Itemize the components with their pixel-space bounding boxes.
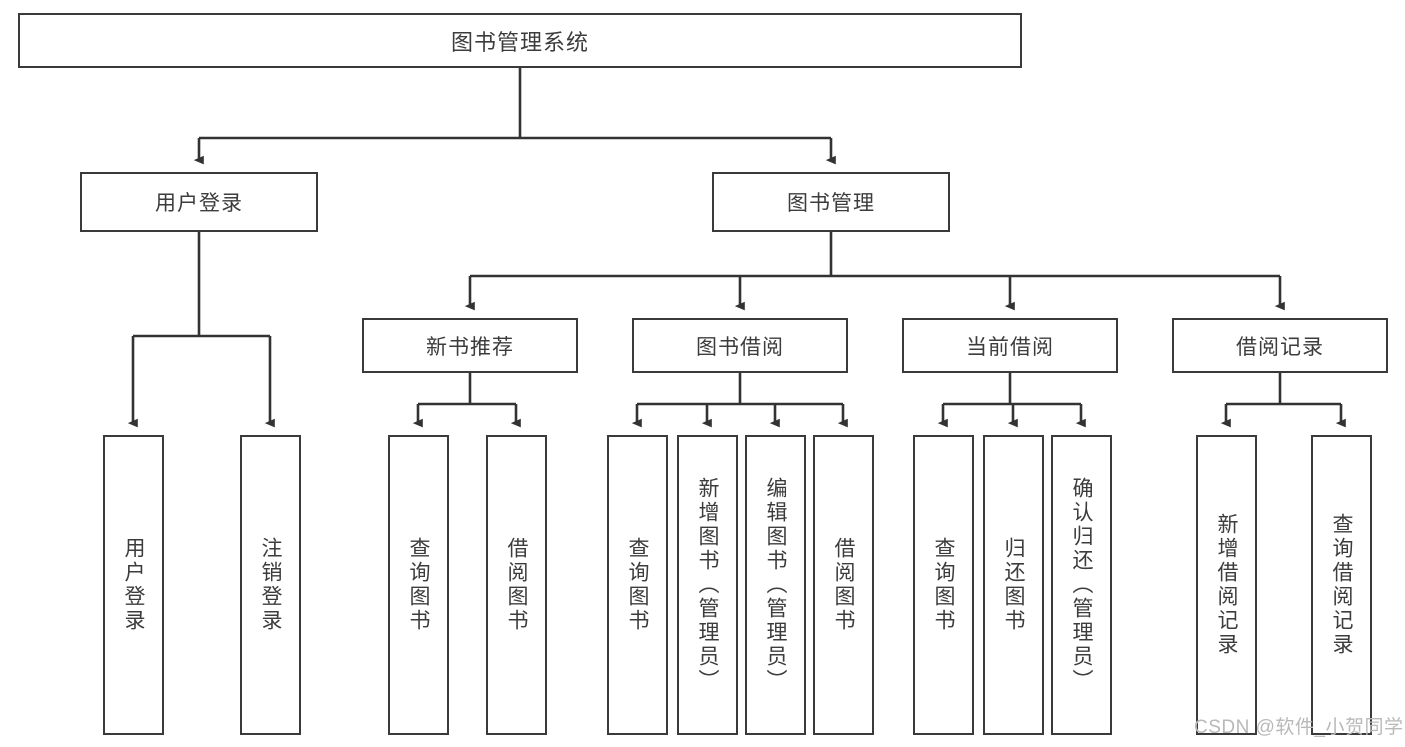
node-label: 当前借阅 <box>966 335 1054 359</box>
node-leaf-return-book[interactable]: 归还图书 <box>983 435 1044 735</box>
node-borrow-record[interactable]: 借阅记录 <box>1172 318 1388 373</box>
node-label: 新增图书（管理员） <box>696 477 719 693</box>
node-current-borrow[interactable]: 当前借阅 <box>902 318 1118 373</box>
node-label: 注销登录 <box>259 537 282 633</box>
node-leaf-add-book[interactable]: 新增图书（管理员） <box>677 435 738 735</box>
node-user-login[interactable]: 用户登录 <box>80 172 318 232</box>
node-label: 借阅图书 <box>505 537 528 633</box>
node-book-manage[interactable]: 图书管理 <box>712 172 950 232</box>
node-leaf-borrow-book-2[interactable]: 借阅图书 <box>813 435 874 735</box>
node-leaf-confirm-return[interactable]: 确认归还（管理员） <box>1051 435 1112 735</box>
node-new-book-recommend[interactable]: 新书推荐 <box>362 318 578 373</box>
node-root-system[interactable]: 图书管理系统 <box>18 13 1022 68</box>
node-label: 新书推荐 <box>426 335 514 359</box>
node-leaf-add-record[interactable]: 新增借阅记录 <box>1196 435 1257 735</box>
node-label: 用户登录 <box>155 192 243 215</box>
node-leaf-borrow-book-1[interactable]: 借阅图书 <box>486 435 547 735</box>
node-leaf-query-book-2[interactable]: 查询图书 <box>607 435 668 735</box>
node-label: 查询图书 <box>626 537 649 633</box>
node-leaf-query-record[interactable]: 查询借阅记录 <box>1311 435 1372 735</box>
node-label: 图书管理系统 <box>450 29 589 55</box>
node-label: 编辑图书（管理员） <box>764 477 787 693</box>
node-leaf-query-book-3[interactable]: 查询图书 <box>913 435 974 735</box>
node-leaf-edit-book[interactable]: 编辑图书（管理员） <box>745 435 806 735</box>
node-label: 查询图书 <box>932 537 955 633</box>
node-label: 查询借阅记录 <box>1330 513 1353 657</box>
node-label: 用户登录 <box>122 537 145 633</box>
node-label: 图书借阅 <box>696 335 784 359</box>
node-label: 新增借阅记录 <box>1215 513 1238 657</box>
node-label: 归还图书 <box>1002 537 1025 633</box>
node-book-borrow[interactable]: 图书借阅 <box>632 318 848 373</box>
node-label: 借阅记录 <box>1236 335 1324 359</box>
node-label: 借阅图书 <box>832 537 855 633</box>
node-label: 查询图书 <box>407 537 430 633</box>
node-leaf-query-book-1[interactable]: 查询图书 <box>388 435 449 735</box>
node-label: 确认归还（管理员） <box>1070 477 1093 693</box>
node-leaf-logout[interactable]: 注销登录 <box>240 435 301 735</box>
node-label: 图书管理 <box>787 192 875 215</box>
node-leaf-user-login[interactable]: 用户登录 <box>103 435 164 735</box>
